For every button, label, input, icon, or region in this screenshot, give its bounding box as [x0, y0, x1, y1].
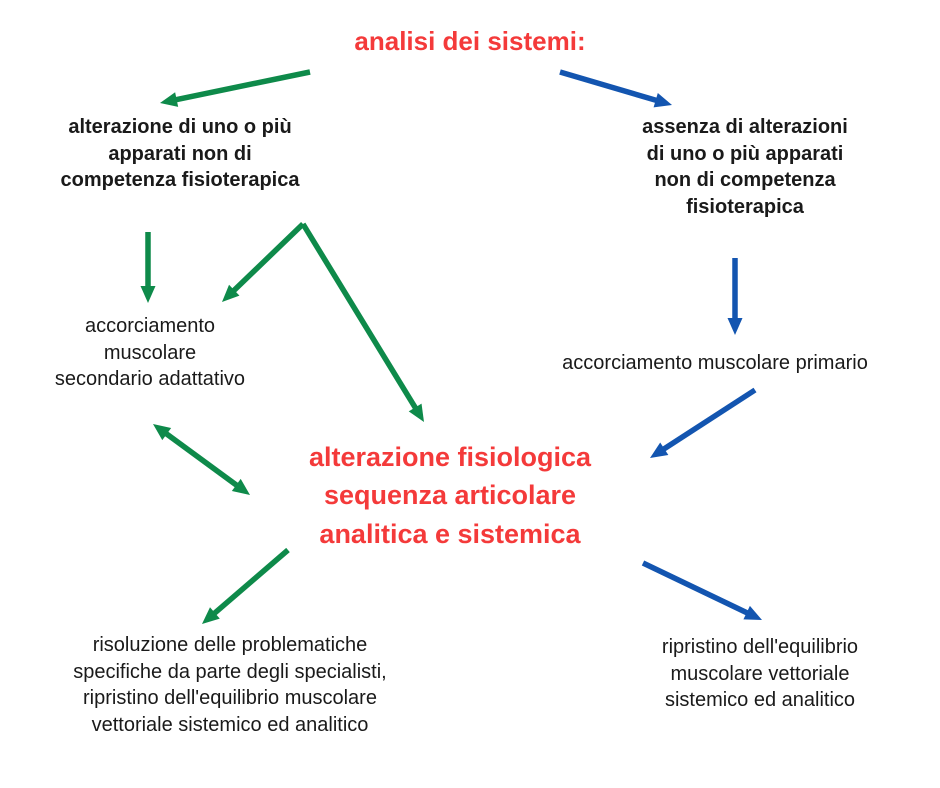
- node-bottom-left: risoluzione delle problematiche specific…: [73, 634, 387, 736]
- arrow-title-to-left-top: [160, 69, 311, 107]
- arrow-left-mid-center-bidirectional: [153, 424, 250, 495]
- arrow-center-to-bottom-right: [641, 560, 762, 620]
- node-left-mid: accorciamento muscolare secondario adatt…: [54, 315, 246, 391]
- arrow-left-top-to-left-mid-diagonal: [222, 222, 305, 302]
- arrow-left-top-to-center: [300, 222, 424, 422]
- node-center: alterazione fisiologica sequenza articol…: [308, 442, 592, 549]
- arrow-right-top-to-right-mid: [727, 258, 743, 335]
- node-left-top: alterazione di uno o più apparati non di…: [60, 116, 300, 192]
- arrow-title-to-right-top: [559, 69, 672, 108]
- node-right-top: assenza di alterazioni di uno o più appa…: [642, 116, 848, 218]
- arrow-left-top-to-left-mid: [140, 232, 156, 303]
- node-title: analisi dei sistemi:: [354, 26, 586, 56]
- node-right-mid: accorciamento muscolare primario: [562, 352, 868, 374]
- node-bottom-right: ripristino dell'equilibrio muscolare vet…: [661, 636, 859, 712]
- arrow-center-to-bottom-left: [202, 547, 290, 624]
- arrow-right-mid-to-center: [650, 387, 757, 458]
